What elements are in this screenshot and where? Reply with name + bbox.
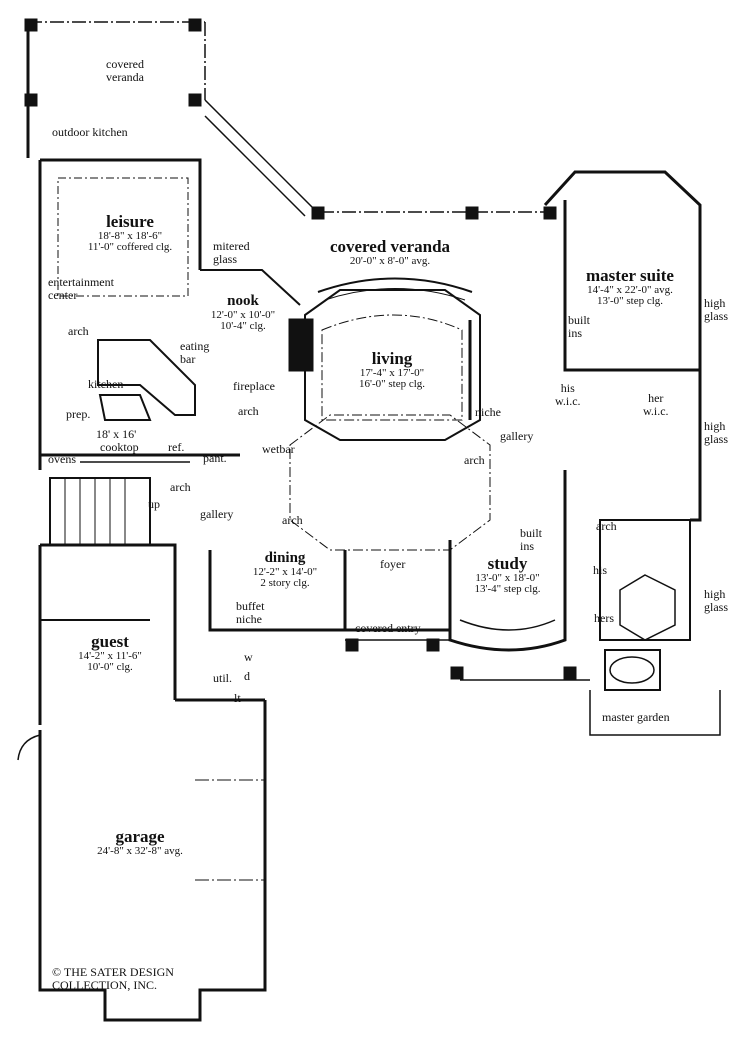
kitchen-label: kitchen [88, 377, 124, 391]
his-bath-label: his [593, 563, 608, 577]
covered-veranda-top-label: covered veranda [106, 57, 144, 84]
his-wic-label: his w.i.c. [555, 381, 581, 408]
washer-label: w [244, 650, 253, 664]
fireplace-label: fireplace [233, 379, 275, 393]
high-glass-label-3: high glass [704, 587, 728, 614]
covered-veranda-main-label: covered veranda 20'-0" x 8'-0" avg. [329, 237, 451, 267]
arch-label-4: arch [282, 513, 303, 527]
copyright-label: © THE SATER DESIGN COLLECTION, INC. [52, 965, 174, 992]
living-label: living 17'-4" x 17'-0" 16'-0" step clg. [358, 349, 426, 391]
gallery-right-label: gallery [500, 429, 534, 443]
niche-label: niche [475, 405, 501, 419]
her-wic-label: her w.i.c. [643, 391, 669, 418]
arch-label-1: arch [68, 324, 89, 338]
gallery-left-label: gallery [200, 507, 234, 521]
leisure-label: leisure 18'-8" x 18'-6" 11'-0" coffered … [87, 212, 173, 254]
dryer-label: d [244, 669, 250, 683]
cooktop-label: cooktop [100, 440, 139, 454]
foyer-label: foyer [380, 557, 406, 571]
util-label: util. [213, 671, 233, 685]
entertainment-center-label: entertainment center [48, 275, 114, 302]
high-glass-label-1: high glass [704, 296, 728, 323]
built-ins-label-1: built ins [568, 313, 591, 340]
master-garden-label: master garden [602, 710, 670, 724]
master-suite-label: master suite 14'-4" x 22'-0" avg. 13'-0"… [586, 266, 674, 308]
study-label: study 13'-0" x 18'-0" 13'-4" step clg. [474, 554, 541, 596]
built-ins-label-2: built ins [520, 526, 543, 553]
wetbar-label: wetbar [262, 442, 295, 456]
covered-entry-label: covered entry [355, 621, 421, 635]
prep-label: prep. [66, 407, 91, 421]
garage-label: garage 24'-8" x 32'-8" avg. [97, 827, 183, 857]
eating-bar-label: eating bar [180, 339, 210, 366]
buffet-niche-label: buffet niche [236, 599, 265, 626]
guest-label: guest 14'-2" x 11'-6" 10'-0" clg. [78, 632, 142, 674]
arch-label-6: arch [596, 519, 617, 533]
up-label: up [148, 497, 160, 511]
hers-bath-label: hers [594, 611, 614, 625]
lt-label: lt [234, 691, 241, 705]
high-glass-label-2: high glass [704, 419, 728, 446]
dining-label: dining 12'-2" x 14'-0" 2 story clg. [252, 550, 318, 590]
kitchen-dim-label: 18' x 16' [96, 427, 137, 441]
arch-label-3: arch [170, 480, 191, 494]
mitered-glass-label: mitered glass [213, 239, 250, 266]
ovens-label: ovens [48, 452, 76, 466]
pant-label: pant. [203, 451, 227, 465]
nook-label: nook 12'-0" x 10'-0" 10'-4" clg. [210, 293, 276, 333]
outdoor-kitchen-label: outdoor kitchen [52, 125, 128, 139]
arch-label-5: arch [464, 453, 485, 467]
ref-label: ref. [168, 440, 185, 454]
arch-label-2: arch [238, 404, 259, 418]
